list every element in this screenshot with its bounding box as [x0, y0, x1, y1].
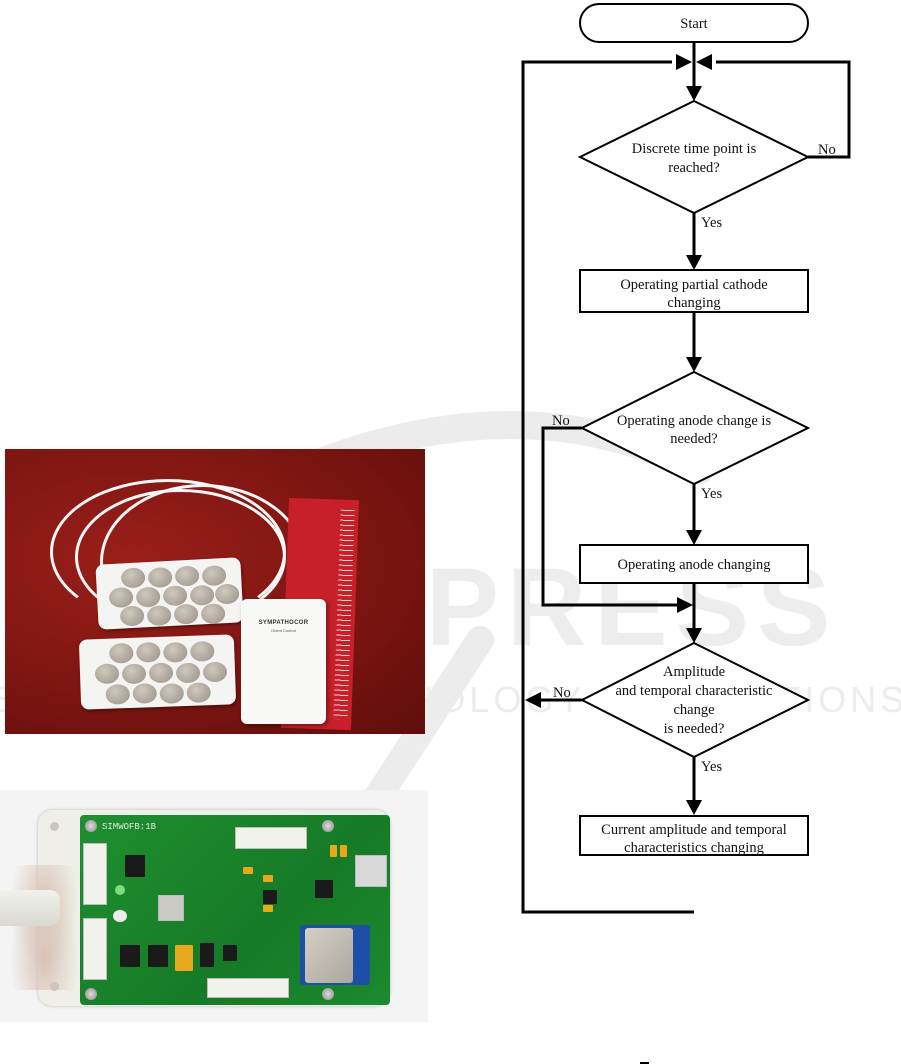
node-p1-text-2: changing	[667, 295, 720, 311]
node-p2	[579, 544, 809, 584]
node-d3-text-3: change	[673, 702, 714, 718]
node-p3-text-2: characteristics changing	[624, 840, 764, 856]
photo-pcb: SIMWOFB:1B	[0, 790, 428, 1022]
arrowhead	[686, 800, 702, 815]
edge-d1-no	[716, 60, 851, 159]
arrowhead	[696, 54, 712, 70]
node-d2-text-2: needed?	[670, 431, 718, 447]
label-d1-yes: Yes	[701, 215, 722, 231]
node-p2-text: Operating anode changing	[617, 557, 770, 573]
capacitor	[243, 867, 253, 874]
arrowhead	[686, 628, 702, 643]
node-d1-text-2: reached?	[668, 160, 720, 176]
node-start-text: Start	[680, 16, 707, 32]
arrowhead	[686, 357, 702, 372]
inductor	[263, 890, 277, 904]
edge-d2-no	[541, 426, 677, 607]
arrowhead	[676, 54, 692, 70]
photo-electrode-device: SYMPATHOCOR Orient Control	[5, 449, 425, 734]
node-p3-text-1: Current amplitude and temporal	[601, 822, 787, 838]
screw	[322, 988, 334, 1000]
controller-brand: SYMPATHOCOR	[258, 620, 309, 626]
node-d2-text-1: Operating anode change is	[617, 413, 772, 429]
wire-bundle	[0, 865, 80, 990]
tantalum-capacitor	[175, 945, 193, 971]
connector-x2	[83, 918, 107, 980]
wifi-module-shield	[305, 928, 353, 983]
diode	[200, 943, 214, 967]
node-p3	[579, 815, 809, 856]
node-p1	[579, 269, 809, 313]
node-d3-text-2: and temporal characteristic	[615, 683, 772, 699]
screw	[85, 820, 97, 832]
screw	[322, 820, 334, 832]
controller-box: SYMPATHOCOR Orient Control	[241, 599, 326, 724]
controller-subtitle: Orient Control	[271, 628, 296, 633]
pcb-label: SIMWOFB:1B	[102, 822, 157, 832]
cable-gland	[0, 890, 60, 926]
label-d2-no: No	[552, 413, 570, 429]
node-start	[579, 3, 809, 43]
capacitor	[263, 875, 273, 882]
connector-x8	[207, 978, 289, 998]
connector-x5	[235, 827, 307, 849]
node-p1-text-1: Operating partial cathode	[620, 277, 767, 293]
arrowhead	[686, 255, 702, 270]
transistor	[223, 945, 237, 961]
usb-port	[355, 855, 387, 887]
capacitor	[340, 845, 347, 857]
node-d1	[577, 99, 811, 215]
node-d1-text-1: Discrete time point is	[632, 141, 757, 157]
capacitor	[330, 845, 337, 857]
ic	[315, 880, 333, 898]
arrowhead	[525, 692, 541, 708]
label-d2-yes: Yes	[701, 486, 722, 502]
node-d2	[579, 370, 811, 486]
led-green	[115, 885, 125, 895]
connector-x1	[83, 843, 107, 905]
led-red	[113, 910, 127, 922]
screw	[85, 988, 97, 1000]
node-d3-text-1: Amplitude	[663, 664, 725, 680]
node-d3	[579, 641, 811, 759]
label-d3-no: No	[553, 685, 571, 701]
ic	[125, 855, 145, 877]
edge-loop-left	[521, 60, 694, 914]
ic	[148, 945, 168, 967]
mount-hole	[50, 822, 59, 831]
arrowhead	[686, 86, 702, 101]
push-button	[158, 895, 184, 921]
label-d3-yes: Yes	[701, 759, 722, 775]
node-d3-text-4: is needed?	[664, 721, 725, 737]
arrowhead	[677, 597, 693, 613]
label-d1-no: No	[818, 142, 836, 158]
ic	[120, 945, 140, 967]
capacitor	[263, 905, 273, 912]
arrowhead	[686, 530, 702, 545]
